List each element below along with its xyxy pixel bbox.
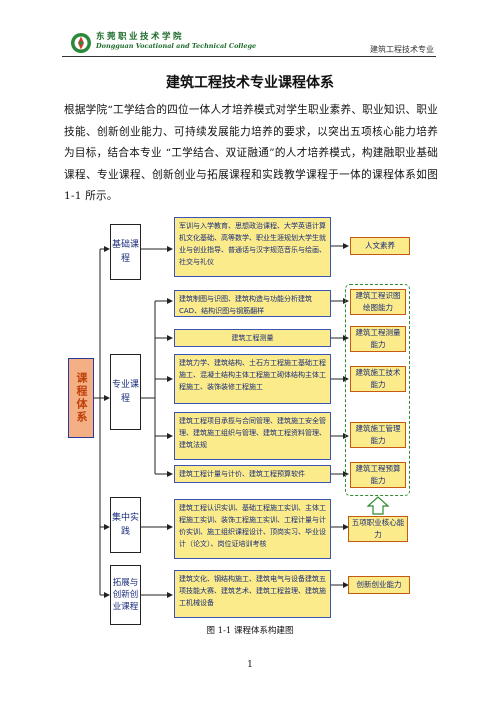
page-title: 建筑工程技术专业课程体系 [166,75,334,91]
course-box-basic: 军训与入学教育、思想政治课程、大学英语计算机文化基础、高等数学、职业生涯规划大学… [174,217,331,277]
category-practice: 集中实践 [110,497,141,553]
college-logo: 东莞职业技术学院 Dongguan Vocational and Technic… [70,30,256,55]
course-box-drawing: 建筑制图与识图、建筑构造与功能分析建筑 CAD、结构识图与钢筋翻样 [174,290,331,317]
page-number: 1 [247,660,253,670]
outcome-humanities: 人文素养 [350,237,410,255]
logo-chinese-name: 东莞职业技术学院 [96,32,185,42]
course-box-construction: 建筑力学、建筑结构、土石方工程施工基础工程施工、混凝土结构主体工程施工砌体结构主… [174,354,331,404]
course-box-survey: 建筑工程测量 [174,329,331,347]
course-box-budget: 建筑工程计量与计价、建筑工程预算软件 [174,465,331,483]
college-emblem-icon [71,33,91,53]
outcome-innovation: 创新创业能力 [348,576,410,594]
course-box-management: 建筑工程项目承揽与合同管理、建筑施工安全管理、建筑施工组织与管理、建筑工程资料管… [174,412,331,460]
logo-english-name: Dongguan Vocational and Technical Colleg… [96,42,257,50]
outcome-management: 建筑施工管理能力 [350,422,406,448]
root-curriculum-system: 课程体系 [68,358,94,438]
figure-caption: 图 1-1 课程体系构建图 [206,626,294,636]
course-box-expand: 建筑文化、钢结构施工、建筑电气与设备建筑五项技能大赛、建筑艺术、建筑工程监理、建… [174,570,331,618]
outcome-drawing: 建筑工程识图绘图能力 [350,289,406,315]
category-major: 专业课程 [110,354,141,430]
hollow-up-arrow-icon [366,496,390,515]
outcome-construction: 建筑施工技术能力 [350,366,406,392]
outcome-survey: 建筑工程测量能力 [350,326,406,352]
category-basic: 基础课程 [110,224,141,280]
category-expand: 拓展与创新创业课程 [110,565,141,625]
intro-paragraph: 根据学院“工学结合的四位一体人才培养模式对学生职业素养、职业知识、职业技能、创新… [64,104,438,203]
outcome-core: 五项职业核心能力 [348,516,408,542]
header-divider [62,56,436,57]
outcome-budget: 建筑工程预算能力 [350,462,406,488]
course-box-practice: 建筑工程认识实训、基础工程施工实训、主体工程施工实训、装饰工程施工实训、工程计量… [174,499,331,559]
header-major-name: 建筑工程技术专业 [370,45,434,54]
core-ability-group [345,284,410,496]
